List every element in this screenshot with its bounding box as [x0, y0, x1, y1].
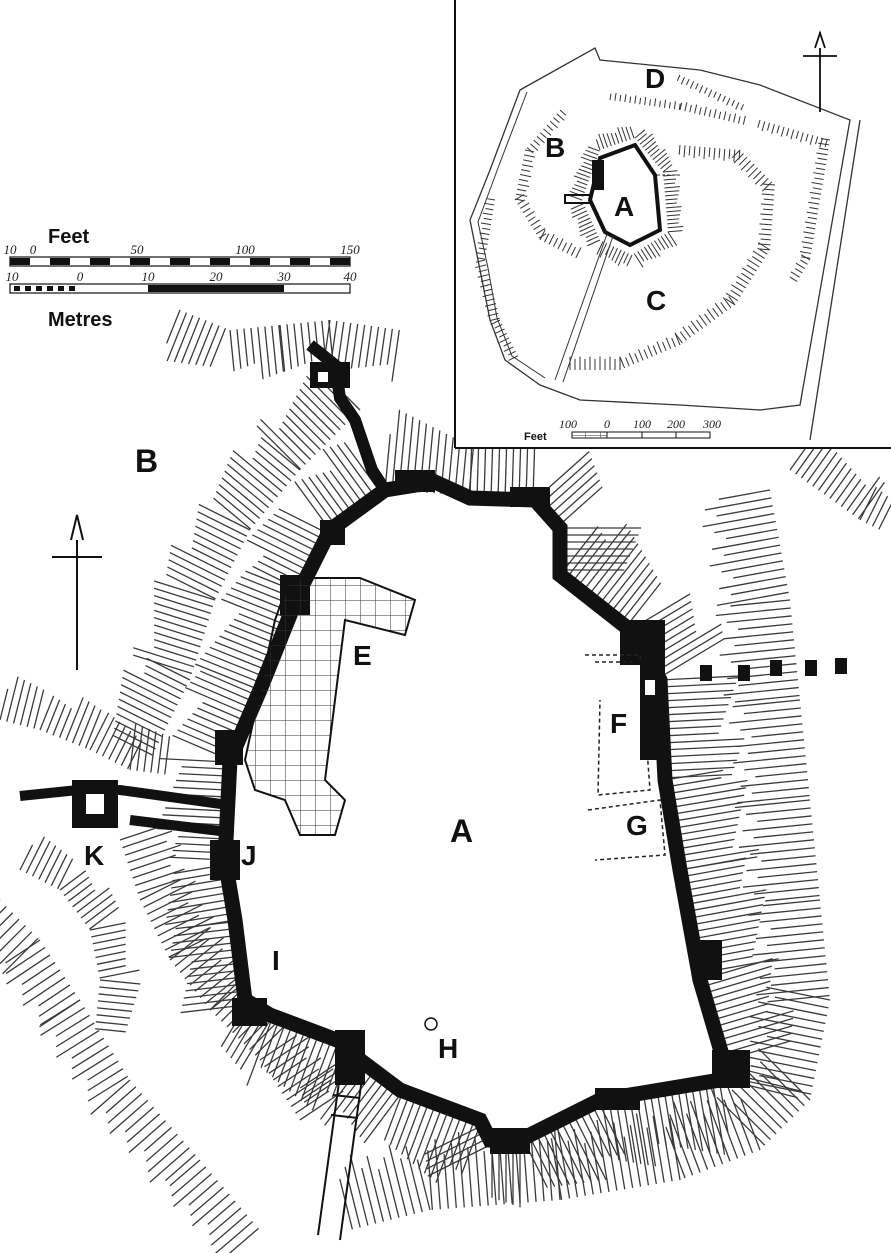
north-spur-tower	[310, 362, 350, 388]
inset-scale-tick: 0	[604, 417, 610, 431]
inset-scale-tick: 100	[633, 417, 651, 431]
scale-metres-tick: 30	[277, 269, 292, 284]
label-g: G	[626, 810, 648, 841]
inset-scale-tick: 300	[702, 417, 721, 431]
scale-feet-tick: 100	[235, 242, 255, 257]
scale-feet-tick: 10	[4, 242, 18, 257]
label-h: H	[438, 1033, 458, 1064]
inset-outer-enclosure	[469, 47, 851, 411]
label-e: E	[353, 640, 372, 671]
inset-scale-tick: 100	[559, 417, 577, 431]
scale-metres-title: Metres	[48, 309, 112, 331]
label-b: B	[135, 443, 158, 479]
building-e-grid	[243, 577, 417, 836]
inner-ward-area	[225, 490, 725, 1140]
inset-label-d: D	[645, 63, 665, 94]
scale-metres-tick: 40	[344, 269, 358, 284]
scale-metres-tick: 0	[77, 269, 84, 284]
label-k: K	[84, 840, 104, 871]
north-spur-wall	[306, 340, 391, 494]
inset-plan: A B C D 100 0 100 200 300 Feet	[454, 0, 891, 449]
well-h	[424, 1017, 438, 1031]
inset-label-a: A	[614, 191, 634, 222]
inset-scale-bar: 100 0 100 200 300 Feet	[524, 417, 721, 443]
east-dashed-feature	[700, 658, 847, 681]
south-gate-bridge	[317, 1074, 363, 1241]
inset-label-b: B	[545, 132, 565, 163]
inset-label-c: C	[646, 285, 666, 316]
scale-feet-tick: 50	[131, 242, 145, 257]
inset-scale-title: Feet	[524, 431, 547, 443]
label-a: A	[450, 813, 473, 849]
north-arrow-icon	[52, 514, 102, 670]
label-i: I	[272, 945, 280, 976]
tower-f	[640, 660, 665, 760]
scale-feet-tick: 0	[30, 242, 37, 257]
label-j: J	[241, 840, 257, 871]
north-arrow-icon	[803, 30, 837, 112]
scale-metres-tick: 10	[142, 269, 156, 284]
wall-towers	[210, 470, 750, 1154]
scale-metres-tick: 20	[210, 269, 224, 284]
scale-metres-tick: 10	[6, 269, 20, 284]
label-f: F	[610, 708, 627, 739]
scale-feet-title: Feet	[48, 226, 89, 248]
scale-feet-tick: 150	[340, 242, 360, 257]
inset-castle	[587, 142, 663, 248]
buildings-f-g	[585, 654, 666, 861]
inset-scale-tick: 200	[667, 417, 685, 431]
west-passage-wall	[19, 785, 229, 837]
